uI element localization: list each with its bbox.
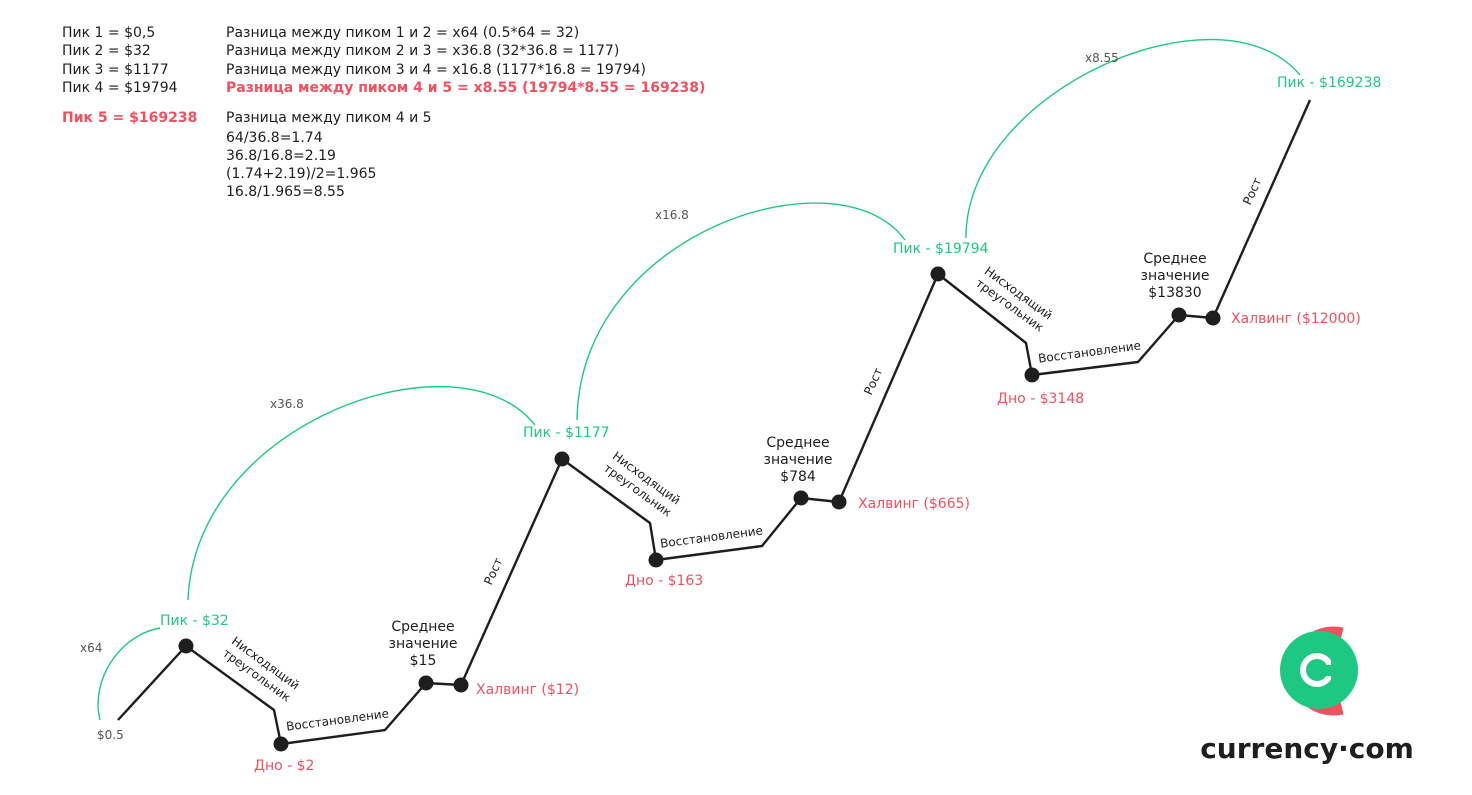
note-diff-1-2: Разница между пиком 1 и 2 = x64 (0.5*64 …: [226, 25, 579, 41]
label-average-1: $15: [410, 653, 437, 669]
note-diff-3-4: Разница между пиком 3 и 4 = x16.8 (1177*…: [226, 62, 646, 78]
note-calc-line: 64/36.8=1.74: [226, 130, 323, 146]
note-calc-line: 36.8/16.8=2.19: [226, 148, 336, 164]
node-halving-1: [453, 677, 469, 693]
node-average-3: [1171, 307, 1187, 323]
path-nodes: [178, 266, 1221, 752]
label-average-word: Среднее: [391, 619, 454, 635]
label-average-3: $13830: [1148, 285, 1201, 301]
node-halving-2: [831, 494, 847, 510]
node-peak-4: [930, 266, 946, 282]
arc-x64: [97, 627, 161, 721]
brand-wordmark: currency·com: [1200, 732, 1414, 765]
arc-x8-55: [965, 38, 1301, 239]
node-peak-2: [178, 638, 194, 654]
label-growth: Рост: [861, 366, 885, 397]
note-calc-title: Разница между пиком 4 и 5: [226, 110, 432, 126]
label-peak-2: Пик - $32: [160, 613, 229, 629]
note-diff-4-5: Разница между пиком 4 и 5 = x8.55 (19794…: [226, 80, 705, 96]
brand-logo: currency·com: [1200, 626, 1414, 765]
note-peak-5: Пик 5 = $169238: [62, 110, 197, 126]
point-labels: $0.5 Пик - $32 Пик - $1177 Пик - $19794 …: [97, 75, 1381, 774]
note-calc-line: 16.8/1.965=8.55: [226, 184, 345, 200]
label-average-word: Среднее: [1143, 251, 1206, 267]
node-bottom-3: [1024, 367, 1040, 383]
node-halving-3: [1205, 310, 1221, 326]
label-recovery: Восстановление: [659, 523, 763, 550]
notes-block: Пик 1 = $0,5 Пик 2 = $32 Пик 3 = $1177 П…: [62, 25, 705, 200]
segment-labels: Нисходящий треугольник Нисходящий треуго…: [220, 176, 1264, 734]
price-cycle-path: [117, 99, 1312, 746]
label-bottom-3: Дно - $3148: [997, 391, 1084, 407]
label-average-word: значение: [1141, 268, 1210, 284]
label-average-word: Среднее: [766, 435, 829, 451]
label-halving-1: Халвинг ($12): [476, 682, 579, 698]
node-peak-3: [554, 451, 570, 467]
currency-logo-icon: [1280, 626, 1358, 716]
node-average-1: [418, 675, 434, 691]
note-calc-line: (1.74+2.19)/2=1.965: [226, 166, 376, 182]
multiplier-x16-8: x16.8: [655, 208, 689, 222]
multiplier-x8-55: x8.55: [1085, 51, 1119, 65]
multiplier-x64: x64: [80, 641, 102, 655]
arc-x36-8: [187, 385, 536, 601]
note-peak-3: Пик 3 = $1177: [62, 62, 169, 78]
note-peak-2: Пик 2 = $32: [62, 43, 151, 59]
label-peak-4: Пик - $19794: [893, 241, 989, 257]
node-average-2: [793, 490, 809, 506]
label-average-word: значение: [389, 636, 458, 652]
label-peak-3: Пик - $1177: [523, 425, 610, 441]
label-average-2: $784: [780, 469, 816, 485]
label-growth: Рост: [1240, 176, 1264, 207]
label-bottom-2: Дно - $163: [625, 573, 703, 589]
label-growth: Рост: [481, 556, 505, 587]
note-peak-1: Пик 1 = $0,5: [62, 25, 155, 41]
label-halving-2: Халвинг ($665): [858, 496, 970, 512]
label-average-word: значение: [764, 452, 833, 468]
multiplier-arcs: x64 x36.8 x16.8 x8.55: [80, 38, 1301, 721]
label-recovery: Восстановление: [1037, 338, 1141, 365]
label-halving-3: Халвинг ($12000): [1231, 311, 1361, 327]
label-start: $0.5: [97, 728, 124, 742]
arc-x16-8: [576, 202, 906, 421]
node-bottom-1: [273, 736, 289, 752]
label-peak-5: Пик - $169238: [1277, 75, 1381, 91]
multiplier-x36-8: x36.8: [270, 397, 304, 411]
label-bottom-1: Дно - $2: [254, 758, 314, 774]
node-bottom-2: [648, 552, 664, 568]
label-recovery: Восстановление: [285, 706, 389, 733]
note-diff-2-3: Разница между пиком 2 и 3 = x36.8 (32*36…: [226, 43, 619, 59]
note-peak-4: Пик 4 = $19794: [62, 80, 178, 96]
